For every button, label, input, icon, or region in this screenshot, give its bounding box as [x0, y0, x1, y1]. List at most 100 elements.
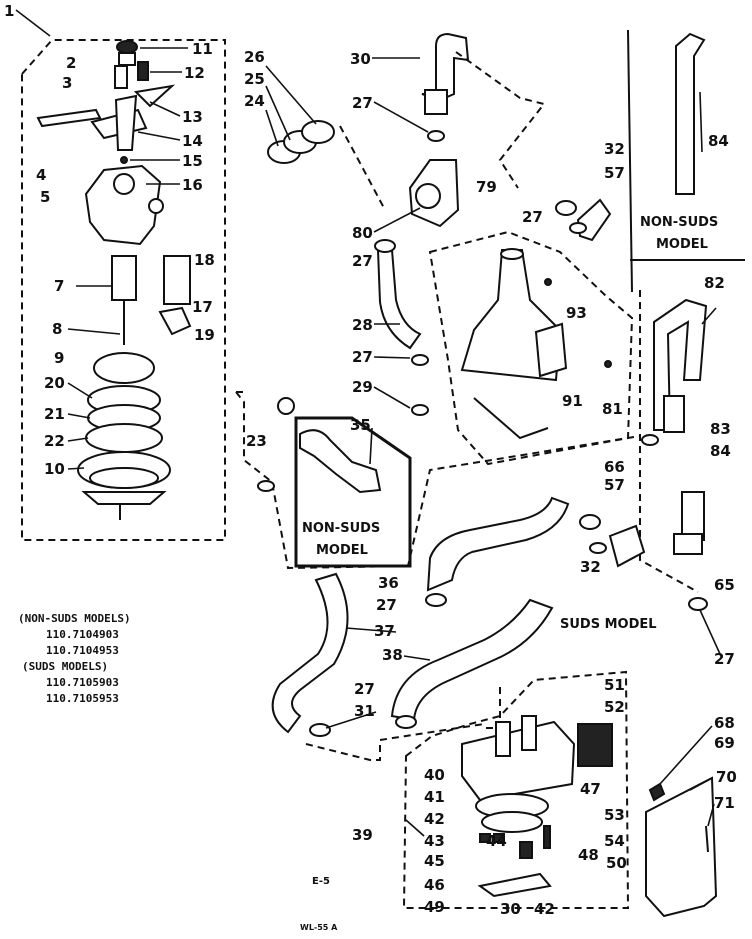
- callout-80: 80: [352, 224, 373, 242]
- callout-70: 70: [716, 768, 737, 786]
- legend-line-2: 110.7104903: [46, 628, 119, 641]
- callout-69: 69: [714, 734, 735, 752]
- callout-21: 21: [44, 405, 65, 423]
- callout-14: 14: [182, 132, 203, 150]
- callout-65: 65: [714, 576, 735, 594]
- callout-29: 29: [352, 378, 373, 396]
- non-suds-label-top-line2: MODEL: [656, 237, 708, 252]
- callout-22: 22: [44, 432, 65, 450]
- callout-44: 44: [486, 832, 507, 850]
- callout-16: 16: [182, 176, 203, 194]
- callout-23: 23: [246, 432, 267, 450]
- callout-27-center: 27: [376, 596, 397, 614]
- callout-43: 43: [424, 832, 445, 850]
- callout-68: 68: [714, 714, 735, 732]
- callout-numbers: 1 2 3 4 5 7 8 9 20 21 22 10 11 12 13 14 …: [4, 2, 737, 918]
- callout-9: 9: [54, 349, 64, 367]
- callout-26: 26: [244, 48, 265, 66]
- callout-53: 53: [604, 806, 625, 824]
- callout-30-top: 30: [350, 50, 371, 68]
- part-35-box: [294, 416, 412, 568]
- center-top-parts: [267, 32, 470, 416]
- legend-line-4: (SUDS MODELS): [22, 660, 108, 673]
- callout-30-bottom: 30: [500, 900, 521, 918]
- callout-84-right: 84: [710, 442, 731, 460]
- callout-18: 18: [194, 251, 215, 269]
- callout-91: 91: [562, 392, 583, 410]
- callout-3: 3: [62, 74, 72, 92]
- callout-28: 28: [352, 316, 373, 334]
- non-suds-label-top-line1: NON-SUDS: [640, 215, 718, 230]
- callout-1: 1: [4, 2, 14, 20]
- callout-5: 5: [40, 188, 50, 206]
- callout-84-top: 84: [708, 132, 729, 150]
- callout-15: 15: [182, 152, 203, 170]
- hose-37: [271, 572, 349, 734]
- callout-50: 50: [606, 854, 627, 872]
- callout-81: 81: [602, 400, 623, 418]
- non-suds-label-center-line1: NON-SUDS: [302, 521, 380, 536]
- callout-27-lower: 27: [352, 348, 373, 366]
- callout-11: 11: [192, 40, 213, 58]
- callout-10: 10: [44, 460, 65, 478]
- callout-32-mid: 32: [580, 558, 601, 576]
- callout-93: 93: [566, 304, 587, 322]
- model-legend: (NON-SUDS MODELS) 110.7104903 110.710495…: [18, 612, 131, 705]
- callout-57-top: 57: [604, 164, 625, 182]
- callout-31: 31: [354, 702, 375, 720]
- dispenser-79: [460, 248, 612, 440]
- leader-lines: [15, 9, 721, 837]
- callout-66: 66: [604, 458, 625, 476]
- callout-42-right: 42: [534, 900, 555, 918]
- callout-36: 36: [378, 574, 399, 592]
- callout-24: 24: [244, 92, 265, 110]
- callout-71: 71: [714, 794, 735, 812]
- callout-13: 13: [182, 108, 203, 126]
- page-code: E-5: [312, 876, 330, 887]
- callout-17: 17: [192, 298, 213, 316]
- callout-27-top: 27: [352, 94, 373, 112]
- callout-40: 40: [424, 766, 445, 784]
- legend-line-3: 110.7104953: [46, 644, 119, 657]
- callout-7: 7: [54, 277, 64, 295]
- pump-39: [461, 715, 613, 898]
- callout-35: 35: [350, 416, 371, 434]
- callout-52: 52: [604, 698, 625, 716]
- callout-54: 54: [604, 832, 625, 850]
- callout-45: 45: [424, 852, 445, 870]
- callout-42-left: 42: [424, 810, 445, 828]
- callout-51: 51: [604, 676, 625, 694]
- callout-12: 12: [184, 64, 205, 82]
- callout-27-bottom: 27: [354, 680, 375, 698]
- pump-39-frame: [402, 670, 630, 909]
- callout-27-mid: 27: [352, 252, 373, 270]
- callout-38: 38: [382, 646, 403, 664]
- pump-assembly-frame: [21, 39, 226, 541]
- callout-20: 20: [44, 374, 65, 392]
- non-suds-label-center-line2: MODEL: [316, 543, 368, 558]
- callout-4: 4: [36, 166, 46, 184]
- callout-47: 47: [580, 780, 601, 798]
- footer-code: WL-55 A: [300, 923, 338, 932]
- non-suds-center-frame: [235, 391, 641, 570]
- callout-8: 8: [52, 320, 62, 338]
- callout-32-top: 32: [604, 140, 625, 158]
- callout-39: 39: [352, 826, 373, 844]
- pump-assembly-parts: [36, 40, 192, 520]
- callout-82: 82: [704, 274, 725, 292]
- callout-2: 2: [66, 54, 76, 72]
- legend-line-6: 110.7105953: [46, 692, 119, 705]
- hose-38: [390, 598, 554, 722]
- hose-84-top: [675, 32, 706, 195]
- callout-48: 48: [578, 846, 599, 864]
- dispenser-panel: [428, 230, 634, 466]
- callout-19: 19: [194, 326, 215, 344]
- callout-49: 49: [424, 898, 445, 916]
- callout-79: 79: [476, 178, 497, 196]
- hose-36: [426, 496, 570, 592]
- legend-line-1: (NON-SUDS MODELS): [18, 612, 131, 625]
- callout-57-mid: 57: [604, 476, 625, 494]
- suds-model-label: SUDS MODEL: [560, 617, 657, 632]
- callout-46: 46: [424, 876, 445, 894]
